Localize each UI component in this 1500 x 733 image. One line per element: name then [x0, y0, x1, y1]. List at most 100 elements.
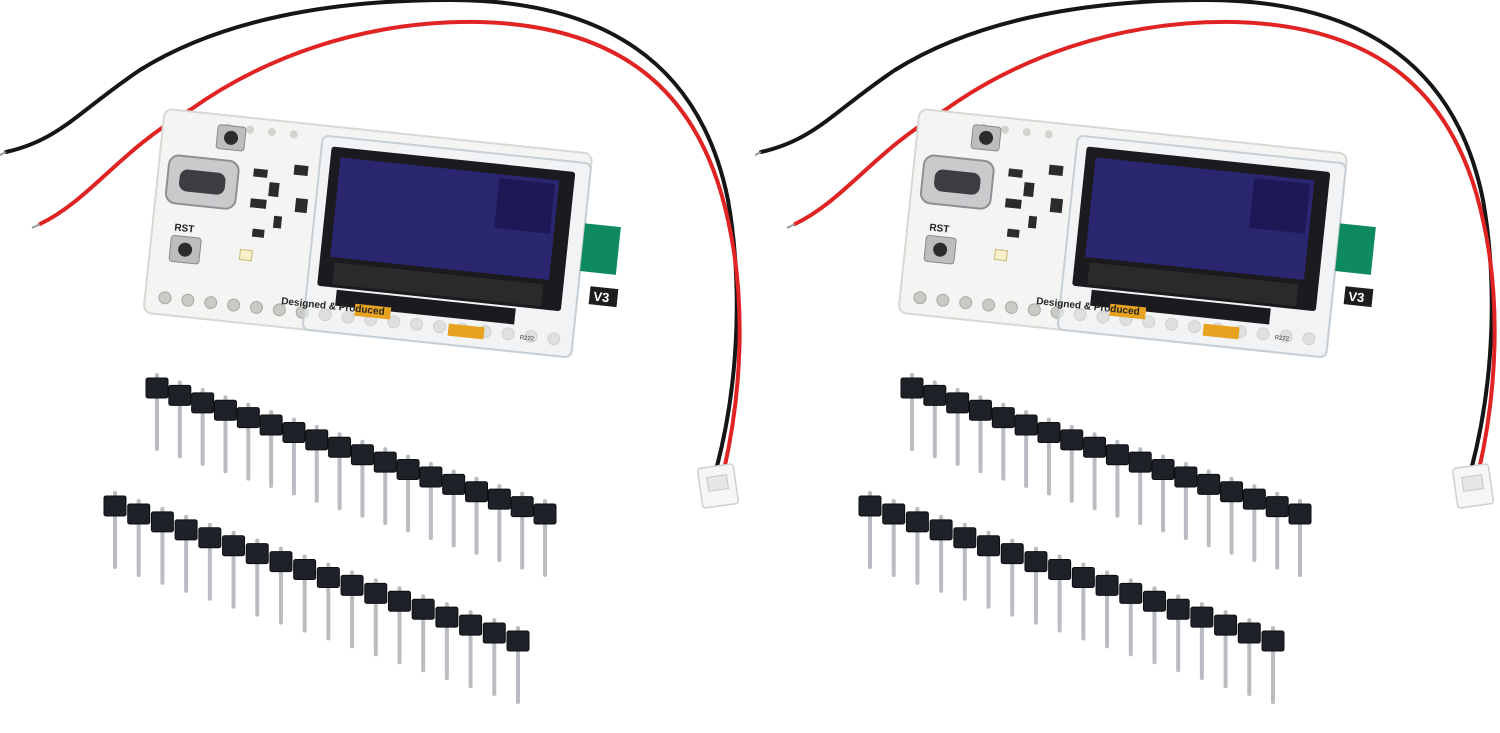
pin-hole [1022, 128, 1031, 137]
header-block [236, 407, 260, 429]
header-block [364, 582, 388, 604]
header-block [174, 519, 198, 541]
header-block [442, 473, 466, 495]
header-block [1142, 590, 1166, 612]
pin-hole [289, 130, 298, 139]
header-block [198, 527, 222, 549]
smd-component [1048, 164, 1064, 177]
battery-wires [0, 0, 742, 472]
header-block [350, 444, 374, 466]
red-wire [793, 19, 1497, 472]
oled-display [1072, 146, 1331, 311]
smd-component [249, 198, 267, 209]
header-block [411, 598, 435, 620]
wire-tip [755, 151, 762, 157]
kapton-tape [1202, 323, 1240, 340]
wire-tip [786, 223, 796, 229]
header-block [1128, 451, 1152, 473]
smd-component [1008, 168, 1023, 178]
header-block [929, 519, 953, 541]
smd-component [1027, 215, 1038, 229]
kapton-tape [447, 323, 485, 340]
header-block [1014, 414, 1038, 436]
tiny-silkscreen-label: R222 [519, 335, 535, 343]
header-block [222, 535, 246, 557]
header-block [1083, 436, 1107, 458]
pin-header-bottom [103, 491, 530, 704]
smd-component [1006, 228, 1020, 238]
rst-label: RST [174, 222, 195, 235]
smd-component [251, 228, 265, 238]
header-block [127, 503, 151, 525]
header-block [946, 392, 970, 414]
header-block [900, 377, 924, 399]
header-block [1166, 598, 1190, 620]
display-ribbon [335, 289, 516, 325]
header-block [1119, 582, 1143, 604]
pin-header-top [900, 373, 1312, 577]
header-block [1214, 614, 1238, 636]
header-block [387, 590, 411, 612]
header-block [435, 606, 459, 628]
header-block [923, 384, 947, 406]
header-block [328, 436, 352, 458]
battery-wires [755, 0, 1497, 472]
kapton-tape [354, 303, 392, 320]
version-label: V3 [593, 289, 610, 306]
header-block [1261, 630, 1285, 652]
kapton-tape [1109, 303, 1147, 320]
header-block [316, 566, 340, 588]
pin-hole [1004, 300, 1018, 314]
smd-component [1049, 197, 1064, 214]
oled-display [317, 146, 576, 311]
smd-component [293, 164, 309, 177]
pin-hole [272, 303, 286, 317]
pin-hole [249, 300, 263, 314]
antenna-tab [580, 223, 621, 275]
pin-header-bottom [858, 491, 1285, 704]
usb-c-port [164, 154, 240, 210]
header-block [1095, 574, 1119, 596]
pin-hole [246, 125, 255, 134]
header-block [1037, 421, 1061, 443]
rst-button [923, 234, 957, 265]
led [238, 248, 253, 262]
header-block [191, 392, 215, 414]
header-block [340, 574, 364, 596]
header-block [1071, 566, 1095, 588]
pin-hole [1027, 303, 1041, 317]
header-block [506, 630, 530, 652]
pin-hole [982, 298, 996, 312]
smd-component [272, 215, 283, 229]
jst-connector [697, 463, 739, 509]
header-block [1197, 473, 1221, 495]
header-block [533, 503, 557, 525]
prg-button [215, 124, 247, 152]
smd-component [1004, 198, 1022, 209]
header-block [977, 535, 1001, 557]
header-block [168, 384, 192, 406]
header-block [858, 495, 882, 517]
smd-component [1023, 182, 1035, 198]
header-block [1000, 543, 1024, 565]
header-block [1060, 429, 1084, 451]
header-block [991, 407, 1015, 429]
header-block [419, 466, 443, 488]
header-block [459, 614, 483, 636]
header-block [465, 481, 489, 503]
pin-hole [158, 291, 172, 305]
pin-hole [1001, 125, 1010, 134]
antenna-tab [1335, 223, 1376, 275]
pin-hole [1044, 130, 1053, 139]
header-block [1242, 488, 1266, 510]
smd-component [294, 197, 309, 214]
rst-label: RST [929, 222, 950, 235]
header-block [1288, 503, 1312, 525]
header-block [1048, 559, 1072, 581]
header-block [259, 414, 283, 436]
jst-connector [1452, 463, 1494, 509]
smd-component [253, 168, 268, 178]
